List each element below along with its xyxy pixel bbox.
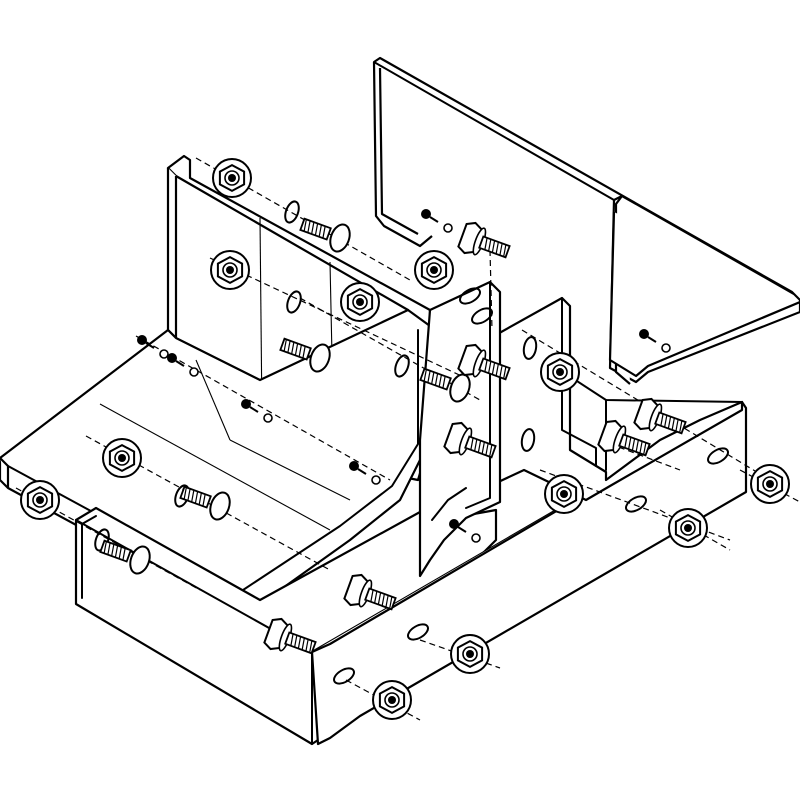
screw-6 — [241, 399, 273, 423]
carriage-bolt-10 — [263, 617, 317, 655]
round-head-bolt-8 — [99, 539, 151, 575]
carriage-bolt-2 — [457, 221, 511, 259]
screw-5 — [449, 519, 481, 543]
hex-flange-nut-2 — [210, 250, 250, 290]
screw-1 — [137, 335, 169, 359]
carriage-bolt-5 — [443, 421, 497, 459]
screw-4 — [639, 329, 671, 353]
carriage-bolt-11 — [633, 397, 687, 435]
hex-flange-nut-6 — [20, 480, 60, 520]
carriage-bolt-9 — [343, 573, 397, 611]
round-head-bolt-3 — [279, 337, 331, 373]
carriage-bolt-6 — [457, 343, 511, 381]
hex-flange-nut-11 — [450, 634, 490, 674]
hex-flange-nut-3 — [340, 282, 380, 322]
screw-7 — [167, 353, 199, 377]
screw-2 — [349, 461, 381, 485]
hex-flange-nut-10 — [668, 508, 708, 548]
hex-flange-nut-5 — [102, 438, 142, 478]
hex-flange-nut-1 — [212, 158, 252, 198]
carriage-bolt-12 — [597, 419, 651, 457]
screw-3 — [421, 209, 453, 233]
back-cover-plate — [372, 56, 800, 385]
round-head-bolt-7 — [179, 485, 231, 521]
hex-flange-nut-9 — [750, 464, 790, 504]
fasteners — [20, 158, 790, 720]
hex-flange-nut-8 — [544, 474, 584, 514]
hex-flange-nut-4 — [414, 250, 454, 290]
round-head-bolt-4 — [419, 367, 471, 403]
hex-flange-nut-12 — [372, 680, 412, 720]
hex-flange-nut-7 — [540, 352, 580, 392]
round-head-bolt-1 — [299, 217, 351, 253]
